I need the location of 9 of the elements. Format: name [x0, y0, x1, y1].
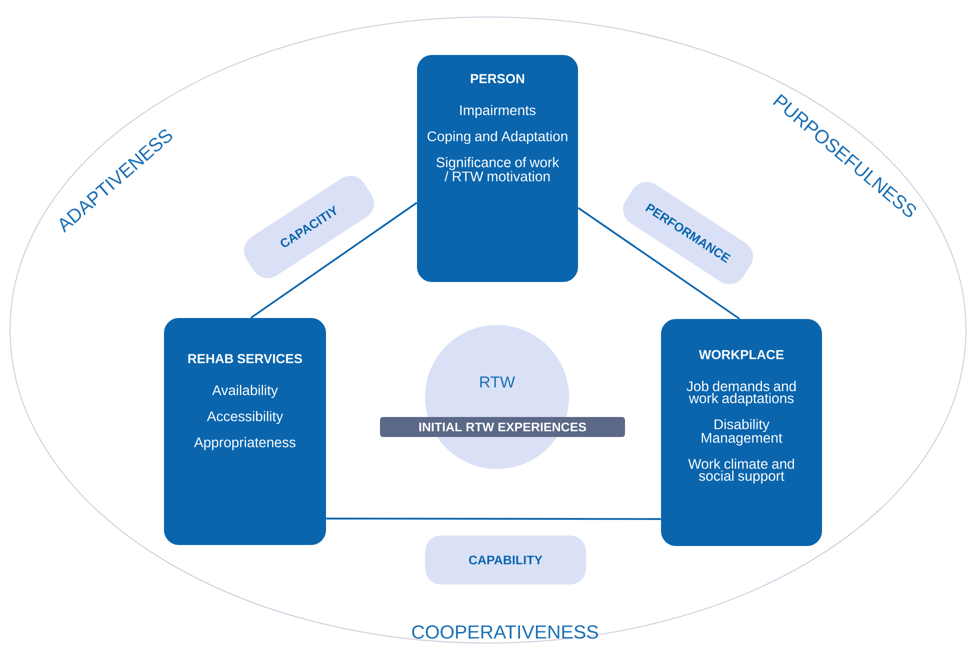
ellipse-label: COOPERATIVENESS	[412, 625, 598, 639]
banner: INITIAL RTW EXPERIENCES	[380, 417, 625, 437]
text-box: REHAB SERVICES Availability Accessibility Appropriateness	[164, 318, 326, 545]
connector-line	[250, 202, 418, 319]
connector-line	[578, 207, 740, 320]
text-box: PERSON Impairments Coping and Adaptation Significance of work / RTW motivation	[417, 55, 578, 282]
connector-line	[326, 518, 661, 520]
pill-label: CAPABILITY	[425, 536, 586, 584]
text-box: WORKPLACE Job demands and work adaptations Disability Management Work climate and social support	[661, 319, 822, 546]
